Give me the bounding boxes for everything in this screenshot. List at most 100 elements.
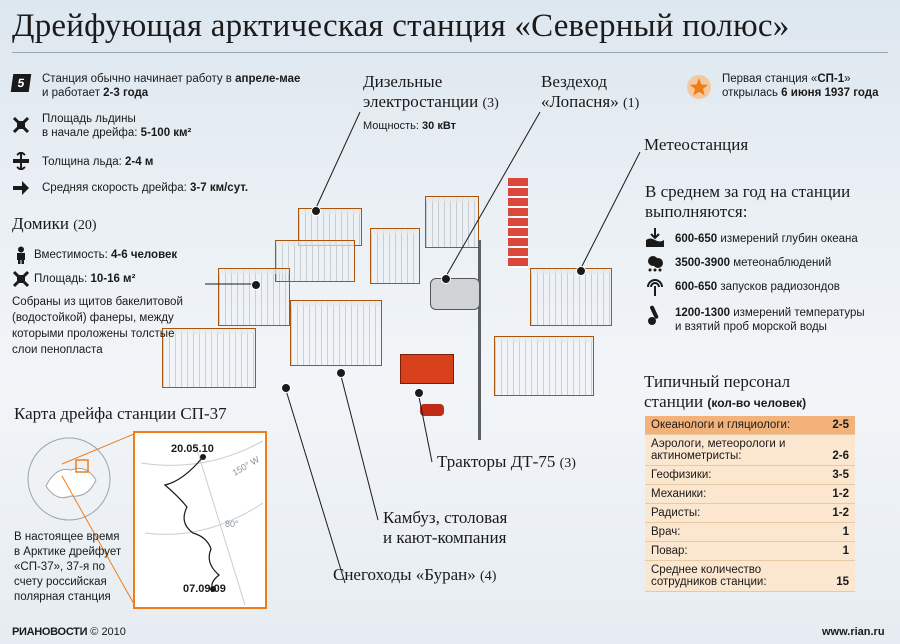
staff-count: 15 [809, 560, 855, 592]
houses-block: Домики (20) Вместимость: 4-6 человек Пло… [12, 214, 212, 356]
table-row: Врач:1 [645, 522, 855, 542]
kambuz-label: Камбуз, столовая и кают-компания [383, 508, 507, 548]
yearly-item-value: 600-650 [675, 281, 718, 293]
map-note: В настоящее время в Арктике дрейфует «СП… [14, 530, 121, 605]
footer-url[interactable]: www.rian.ru [822, 626, 885, 638]
vezdehod-count: (1) [622, 96, 640, 111]
yearly-item-text: измерений температуры [730, 307, 865, 319]
snowmobiles-count: (4) [480, 569, 497, 584]
fact-bold: апреле-мае [235, 73, 301, 85]
staff-role: Геофизики: [645, 465, 809, 485]
map-note-line: В настоящее время [14, 531, 120, 543]
tractors-count: (3) [559, 456, 576, 471]
first-station-bold: СП-1 [817, 73, 845, 85]
diesel-title: Дизельные [363, 72, 443, 91]
page-title: Дрейфующая арктическая станция «Северный… [12, 8, 790, 44]
fact-bold: 2-4 м [125, 156, 154, 168]
staff-role: Механики: [645, 484, 809, 504]
fact-area: Площадь льдины в начале дрейфа: 5-100 км… [42, 112, 191, 140]
yearly-item-value: 3500-3900 [675, 257, 730, 269]
table-row: Геофизики:3-5 [645, 465, 855, 485]
table-row: Механики:1-2 [645, 484, 855, 504]
staff-table-wrap: Океанологи и гляциологи:2-5 Аэрологи, ме… [645, 416, 855, 592]
tractors-title: Тракторы ДТ-75 [437, 452, 556, 471]
area-icon [12, 270, 30, 288]
map-note-line: в Арктике дрейфует [14, 546, 122, 558]
ice-area-icon [12, 116, 30, 134]
map-start-date: 20.05.10 [171, 443, 214, 455]
map-end-date: 07.09.09 [183, 583, 226, 595]
houses-capacity-value: 4-6 человек [111, 249, 178, 261]
snowmobiles-title: Снегоходы «Буран» [333, 565, 476, 584]
map-lat-label: 80° [225, 519, 239, 529]
house [530, 268, 612, 326]
title-rule [12, 52, 888, 53]
houses-title-text: Домики [12, 214, 69, 233]
houses-desc-line: слои пенопласта [12, 344, 103, 356]
label-dot [414, 388, 424, 398]
houses-count: (20) [73, 218, 97, 233]
snowmobile [420, 404, 444, 416]
first-station-text: » [844, 73, 851, 85]
houses-area: Площадь: 10-16 м² [34, 272, 135, 286]
yearly-item-text: и взятий проб морской воды [675, 321, 827, 333]
fact-speed: Средняя скорость дрейфа: 3-7 км/сут. [42, 181, 248, 195]
vezdehod-label: Вездеход «Лопасня» (1) [541, 72, 639, 114]
table-row: Повар:1 [645, 541, 855, 561]
house [275, 240, 355, 282]
houses-title: Домики (20) [12, 214, 212, 236]
map-note-line: счету российская [14, 576, 107, 588]
star-icon [686, 74, 712, 100]
vezdehod-title: Вездеход [541, 72, 607, 91]
house [425, 196, 479, 248]
yearly-title: В среднем за год на станции выполняются: [645, 182, 850, 222]
station-illustration [150, 160, 620, 460]
yearly-item-value: 600-650 [675, 233, 718, 245]
radiosonde-icon [645, 277, 665, 297]
yearly-item-value: 1200-1300 [675, 307, 730, 319]
staff-role: Радисты: [645, 503, 809, 523]
fact-bold: 5-100 км² [140, 127, 192, 139]
map-title: Карта дрейфа станции СП-37 [14, 404, 227, 423]
staff-title-line: станции [644, 392, 708, 411]
weather-icon [645, 253, 665, 273]
houses-area-text: Площадь: [34, 273, 91, 285]
fact-text: в начале дрейфа: [42, 127, 141, 139]
fact-text: и работает [42, 87, 104, 99]
fact-bold: 3-7 км/сут. [190, 182, 249, 194]
staff-count: 3-5 [809, 465, 855, 485]
table-row: Аэрологи, метеорологи и актинометристы:2… [645, 434, 855, 466]
person-icon [12, 246, 30, 264]
yearly-item: 600-650 измерений глубин океана [675, 232, 858, 246]
house [370, 228, 420, 284]
diesel-title: электростанции [363, 92, 479, 111]
first-station-text: Первая станция « [722, 73, 818, 85]
yearly-item: 1200-1300 измерений температуры и взятий … [675, 306, 865, 334]
fact-text: Станция обычно начинает работу в [42, 73, 236, 85]
staff-count: 1-2 [809, 484, 855, 504]
diesel-power: Мощность: 30 кВт [363, 120, 456, 132]
map-note-line: «СП-37», 37-я по [14, 561, 106, 573]
house [494, 336, 594, 396]
tractors-label: Тракторы ДТ-75 (3) [437, 452, 576, 474]
kambuz-title: и кают-компания [383, 528, 507, 547]
staff-role: Врач: [645, 522, 809, 542]
staff-role: Океанологи и гляциологи: [645, 416, 809, 435]
yearly-list: 600-650 измерений глубин океана 3500-390… [645, 226, 895, 336]
label-dot [251, 280, 261, 290]
label-dot [311, 206, 321, 216]
thermometer-icon [645, 304, 665, 326]
staff-count: 2-5 [809, 416, 855, 435]
tractor-vehicle [400, 354, 454, 384]
staff-count: 1 [809, 541, 855, 561]
staff-title-line: Типичный персонал [644, 372, 791, 391]
ice-thickness-icon [12, 150, 30, 172]
houses-area-value: 10-16 м² [90, 273, 136, 285]
table-row: Среднее количество сотрудников станции:1… [645, 560, 855, 592]
yearly-title-line: В среднем за год на станции [645, 182, 851, 201]
staff-table: Океанологи и гляциологи:2-5 Аэрологи, ме… [645, 416, 855, 592]
depth-icon [645, 228, 665, 248]
fact-text: Толщина льда: [42, 156, 126, 168]
fact-thickness: Толщина льда: 2-4 м [42, 155, 153, 169]
